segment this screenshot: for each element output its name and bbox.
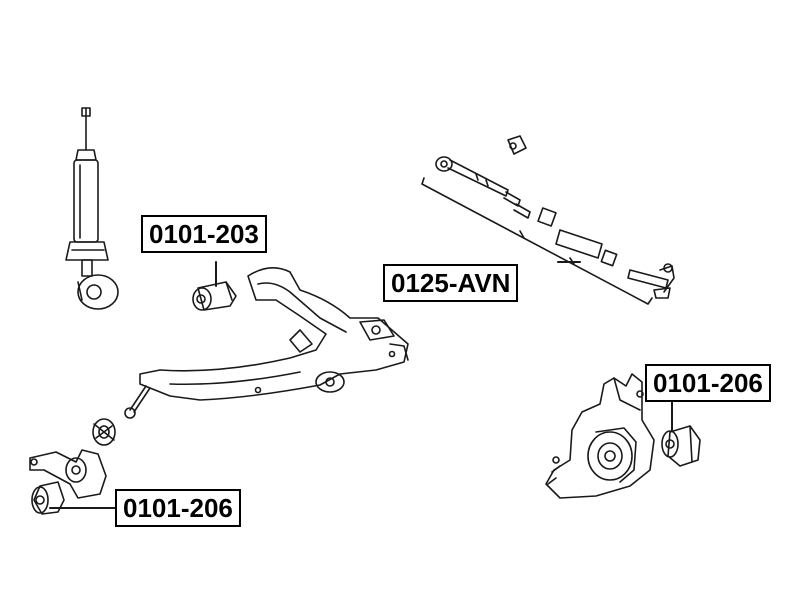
shock-absorber-drawing [65, 107, 119, 310]
knuckle-bushing-drawing [661, 425, 701, 467]
lateral-link-drawing [421, 135, 675, 305]
lower-bushing-drawing [29, 449, 107, 515]
part-label-0101-203: 0101-203 [141, 215, 267, 253]
ball-joint-drawing [92, 385, 151, 446]
part-label-0101-206-lower: 0101-206 [115, 489, 241, 527]
knuckle-drawing [545, 373, 655, 499]
lower-control-arm-drawing [139, 267, 409, 401]
part-label-0101-206-knuckle: 0101-206 [645, 364, 771, 402]
part-label-0125-avn: 0125-AVN [383, 264, 519, 302]
upper-arm-bushing-drawing [192, 281, 237, 311]
